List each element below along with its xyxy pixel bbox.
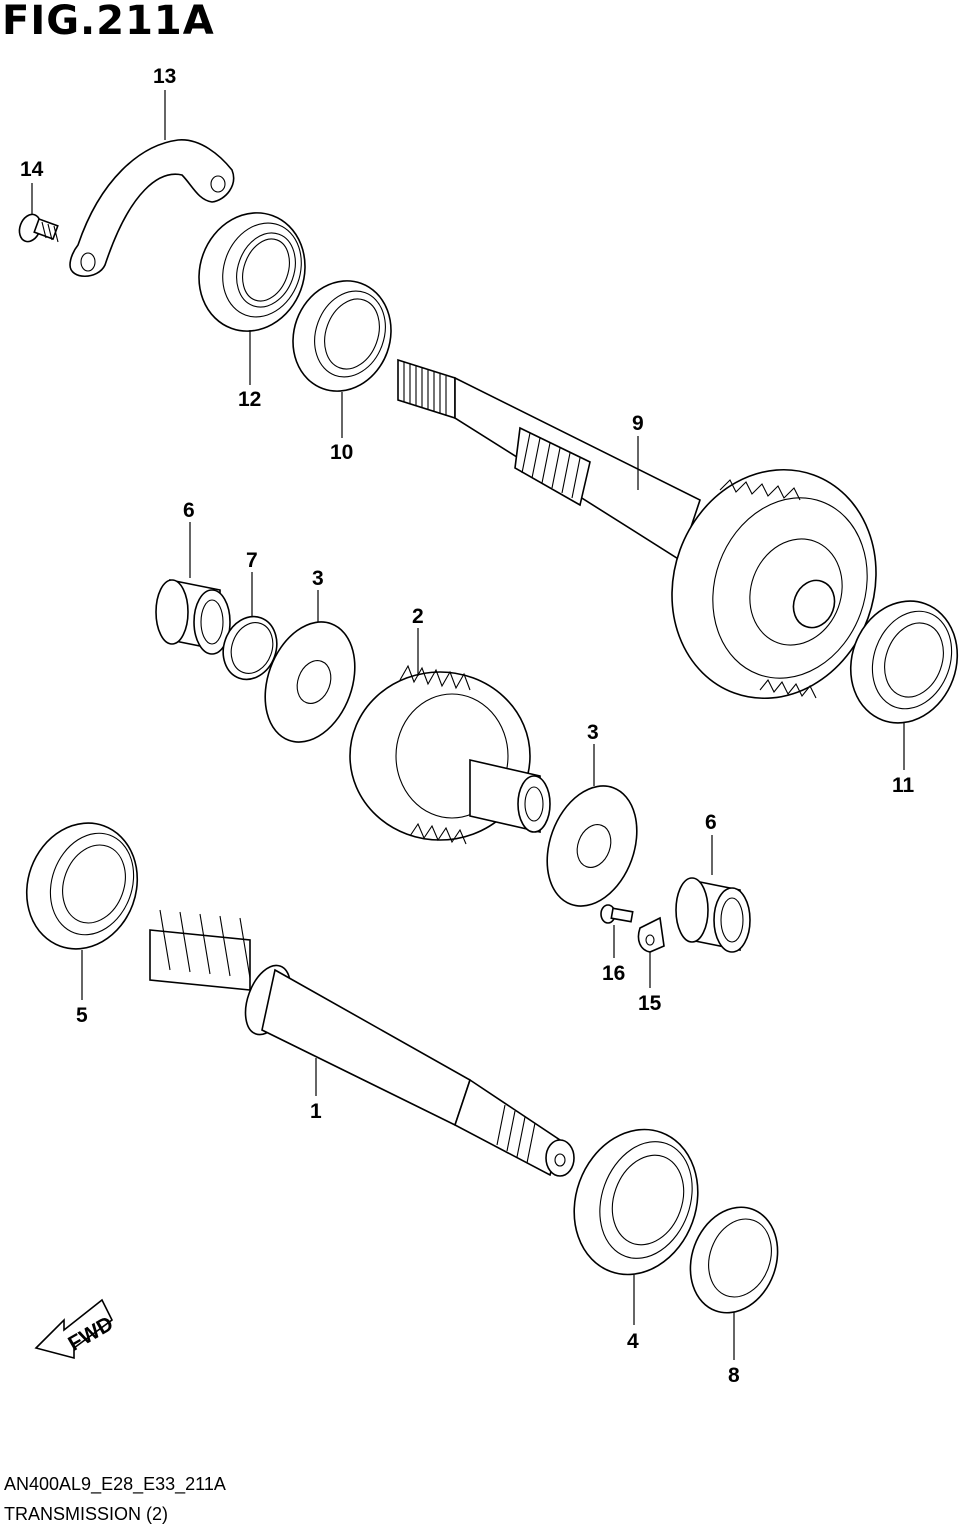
- diagram-caption: TRANSMISSION (2): [4, 1504, 169, 1524]
- part-12-bearing[interactable]: [183, 198, 322, 346]
- callout-3-upper: 3: [312, 567, 324, 590]
- figure-title: FIG.211A: [2, 0, 215, 44]
- callout-5: 5: [76, 1004, 88, 1027]
- callout-11: 11: [892, 774, 915, 797]
- callout-15: 15: [638, 992, 662, 1015]
- fwd-arrow-icon: FWD: [34, 1298, 117, 1360]
- part-2-gear[interactable]: [349, 664, 551, 845]
- part-6-needle-bearing-lower[interactable]: [675, 877, 751, 953]
- callout-2: 2: [412, 605, 424, 628]
- part-9-output-shaft[interactable]: [397, 358, 908, 727]
- callout-6-lower: 6: [705, 811, 717, 834]
- callout-1: 1: [310, 1100, 322, 1123]
- callout-12: 12: [238, 388, 261, 411]
- part-5-bearing[interactable]: [9, 807, 154, 964]
- callout-6-upper: 6: [183, 499, 195, 522]
- callout-4: 4: [627, 1330, 639, 1353]
- part-16-bolt[interactable]: [600, 904, 634, 924]
- callout-3-lower: 3: [587, 721, 599, 744]
- part-11-bearing[interactable]: [834, 586, 960, 738]
- diagram-code: AN400AL9_E28_E33_211A: [4, 1474, 226, 1494]
- callout-14: 14: [20, 158, 44, 181]
- leader-lines: [31, 90, 905, 1360]
- callout-numbers: 13 14 12 10 9 6 7 3 2 11 3 6 5 16 15 1 4…: [20, 65, 915, 1387]
- callout-7: 7: [246, 549, 258, 572]
- callout-8: 8: [728, 1364, 740, 1387]
- part-14-screw[interactable]: [16, 211, 59, 244]
- part-6-needle-bearing-upper[interactable]: [155, 579, 231, 655]
- part-8-oil-seal[interactable]: [676, 1195, 792, 1325]
- part-3-washer-upper[interactable]: [249, 609, 370, 754]
- part-4-bearing[interactable]: [554, 1112, 717, 1292]
- part-3-washer-lower[interactable]: [531, 773, 652, 918]
- callout-16: 16: [602, 962, 625, 985]
- callout-13: 13: [153, 65, 176, 88]
- part-1-input-shaft[interactable]: [149, 909, 575, 1177]
- part-10-oil-seal[interactable]: [278, 267, 407, 405]
- callout-9: 9: [632, 412, 644, 435]
- part-15-lock-plate[interactable]: [637, 916, 665, 953]
- part-13-bracket[interactable]: [69, 139, 235, 278]
- callout-10: 10: [330, 441, 353, 464]
